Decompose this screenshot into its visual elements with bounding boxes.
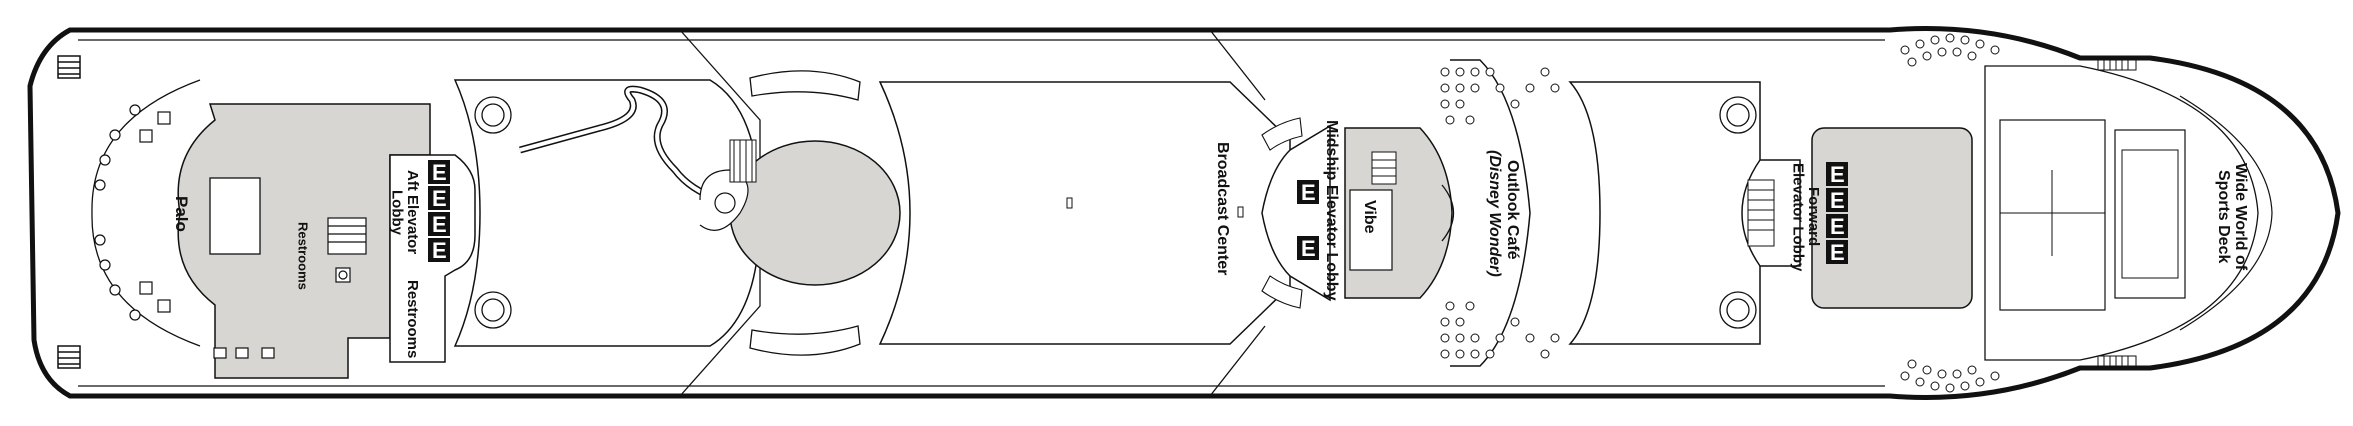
svg-text:E: E (432, 212, 447, 237)
broadcast-center-label: Broadcast Center (1213, 142, 1231, 276)
vibe-label: Vibe (1360, 200, 1378, 234)
disney-wonder-label: (Disney Wonder) (1485, 150, 1503, 277)
bow-stairs-bottom (2097, 355, 2137, 367)
svg-text:E: E (1830, 240, 1845, 265)
vibe-stairs (1371, 151, 1397, 185)
forward-elevator-lobby-label: Forward Elevator Lobby (1789, 162, 1822, 272)
restrooms-aft-label: Restrooms (295, 222, 311, 290)
svg-text:E: E (432, 238, 447, 263)
midship-divider-line (1209, 29, 1266, 397)
forward-hot-tub-bottom (1719, 291, 1757, 329)
svg-text:E: E (1830, 188, 1845, 213)
wheelchair-icon (335, 267, 351, 283)
aft-hot-tub-top (474, 96, 512, 134)
pool-bench-top (749, 70, 861, 101)
forward-venue (1811, 127, 1973, 309)
deck-marker (1066, 197, 1073, 209)
palo-dining-ring (91, 79, 201, 347)
pool-ring-center (714, 192, 736, 214)
svg-text:E: E (1830, 162, 1845, 187)
restrooms-side-label: Restrooms (403, 280, 421, 359)
bow-seating-bottom (1900, 359, 2000, 393)
sports-court-net (2121, 149, 2179, 279)
svg-text:E: E (432, 186, 447, 211)
forward-pool-deck (1568, 81, 1761, 345)
forward-stairs (1747, 179, 1775, 247)
outlook-cafe-tables-bottom (1440, 301, 1560, 359)
midship-elevator-lobby-label: Midship Elevator Lobby (1322, 120, 1340, 301)
outlook-cafe-tables-top (1440, 67, 1560, 125)
bow-rail (2179, 95, 2273, 331)
pool-bench-bottom (749, 325, 861, 356)
vibe-room (1349, 189, 1393, 271)
forward-hot-tub-top (1719, 96, 1757, 134)
water-slide-inner (519, 87, 721, 202)
palo-tables (94, 104, 275, 359)
hull-inner-line (78, 39, 1885, 387)
aft-stairs-top (57, 55, 81, 79)
palo-area (177, 103, 431, 379)
palo-label: Palo (171, 196, 191, 232)
bow-seating-top (1900, 33, 2000, 67)
outlook-cafe-label: Outlook Café (1503, 160, 1521, 260)
wide-world-of-sports-label: Wide World of Sports Deck (2215, 163, 2249, 271)
aft-elevators: E E E E (428, 160, 450, 263)
pool-stairs (729, 139, 757, 183)
aft-elevator-lobby-label: Aft Elevator Lobby (388, 169, 421, 255)
aft-stairway (327, 217, 367, 255)
midship-stairs (1261, 117, 1303, 309)
svg-text:E: E (1301, 180, 1316, 205)
midship-elevators: E E (1297, 180, 1319, 261)
broadcast-center-marker (1237, 206, 1244, 218)
svg-text:E: E (1301, 236, 1316, 261)
aft-stairs-bottom (57, 345, 81, 369)
bow-stairs-top (2097, 59, 2137, 71)
svg-text:E: E (1830, 214, 1845, 239)
forward-elevators: E E E E (1826, 162, 1848, 265)
midship-pool-deck (878, 81, 1291, 345)
vibe-curve (1441, 184, 1455, 242)
aft-hot-tub-bottom (474, 291, 512, 329)
svg-text:E: E (432, 160, 447, 185)
palo-kitchen (209, 177, 261, 255)
pool-ring (699, 169, 749, 231)
